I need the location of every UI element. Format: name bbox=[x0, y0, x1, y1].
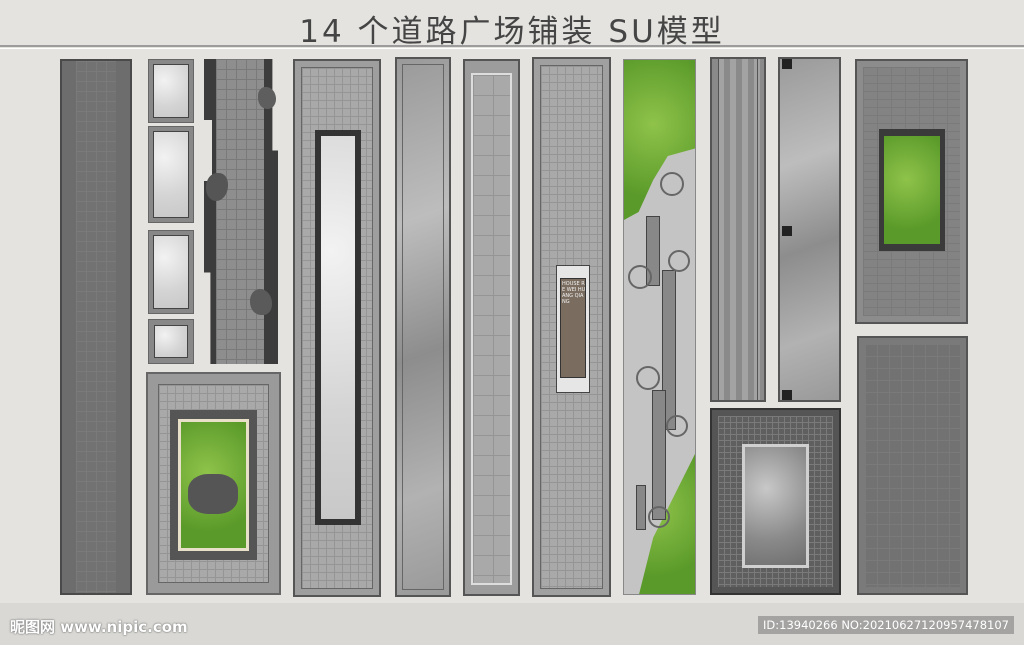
paving-model-2-slab-d[interactable] bbox=[148, 319, 194, 364]
page-title: 14 个道路广场铺装 SU模型 bbox=[299, 14, 725, 50]
strip-6-inlay bbox=[402, 64, 444, 590]
circle-3 bbox=[668, 250, 690, 272]
paving-model-7[interactable] bbox=[463, 59, 520, 596]
lawn-top bbox=[624, 60, 695, 220]
sign-board: HOUSE RE WEI HUANG QIANG bbox=[560, 278, 586, 378]
paving-model-1[interactable] bbox=[60, 59, 132, 595]
slab-c-inner bbox=[153, 235, 189, 309]
paving-model-14[interactable] bbox=[857, 336, 968, 595]
brand-watermark[interactable]: 昵图网 www.nipic.com bbox=[10, 618, 188, 636]
circle-4 bbox=[636, 366, 660, 390]
path-surface bbox=[216, 59, 268, 364]
circle-2 bbox=[628, 265, 652, 289]
plaza-13-lawn bbox=[884, 136, 940, 244]
plaza-12-stone bbox=[742, 444, 809, 568]
paving-model-12[interactable] bbox=[710, 408, 841, 595]
paving-model-2-slab-c[interactable] bbox=[148, 230, 194, 314]
paving-model-2-slab-b[interactable] bbox=[148, 126, 194, 223]
rock-3 bbox=[250, 289, 272, 315]
image-id-label: ID:13940266 NO:20210627120957478107 bbox=[758, 616, 1014, 634]
slab-b-inner bbox=[153, 131, 189, 218]
sign-panel: HOUSE RE WEI HUANG QIANG bbox=[556, 265, 590, 393]
paving-model-5[interactable] bbox=[293, 59, 381, 597]
circle-1 bbox=[660, 172, 684, 196]
slab-a-inner bbox=[153, 64, 189, 118]
slab-5-marble bbox=[321, 136, 355, 519]
rock-1 bbox=[258, 87, 276, 109]
paving-1-inner bbox=[76, 61, 116, 593]
stepping-stones bbox=[188, 474, 238, 514]
paving-model-13[interactable] bbox=[855, 59, 968, 324]
paving-model-10[interactable] bbox=[710, 57, 766, 402]
walk-bar-3 bbox=[652, 390, 666, 520]
title-divider bbox=[0, 45, 1024, 47]
fixture-bottom bbox=[782, 390, 792, 400]
title-divider-highlight bbox=[0, 48, 1024, 49]
sign-text: HOUSE RE WEI HUANG QIANG bbox=[562, 281, 586, 305]
paving-model-9[interactable] bbox=[623, 59, 696, 595]
fixture-top bbox=[782, 59, 792, 69]
slab-d-inner bbox=[154, 325, 188, 358]
paving-model-2-slab-a[interactable] bbox=[148, 59, 194, 123]
strip-7-inner bbox=[471, 73, 512, 585]
paving-model-3[interactable] bbox=[204, 59, 278, 364]
walk-bar-1 bbox=[646, 216, 660, 286]
paving-model-8[interactable]: HOUSE RE WEI HUANG QIANG bbox=[532, 57, 611, 597]
plaza-14-paving bbox=[865, 344, 960, 587]
circle-5 bbox=[666, 415, 688, 437]
paving-model-6[interactable] bbox=[395, 57, 451, 597]
rock-2 bbox=[206, 173, 228, 201]
walk-bar-4 bbox=[636, 485, 646, 530]
paving-model-11[interactable] bbox=[778, 57, 841, 402]
circle-6 bbox=[648, 506, 670, 528]
paving-model-4[interactable] bbox=[146, 372, 281, 595]
strip-10-inlay bbox=[718, 59, 758, 400]
fixture-mid bbox=[782, 226, 792, 236]
strip-8-inner bbox=[540, 65, 603, 589]
